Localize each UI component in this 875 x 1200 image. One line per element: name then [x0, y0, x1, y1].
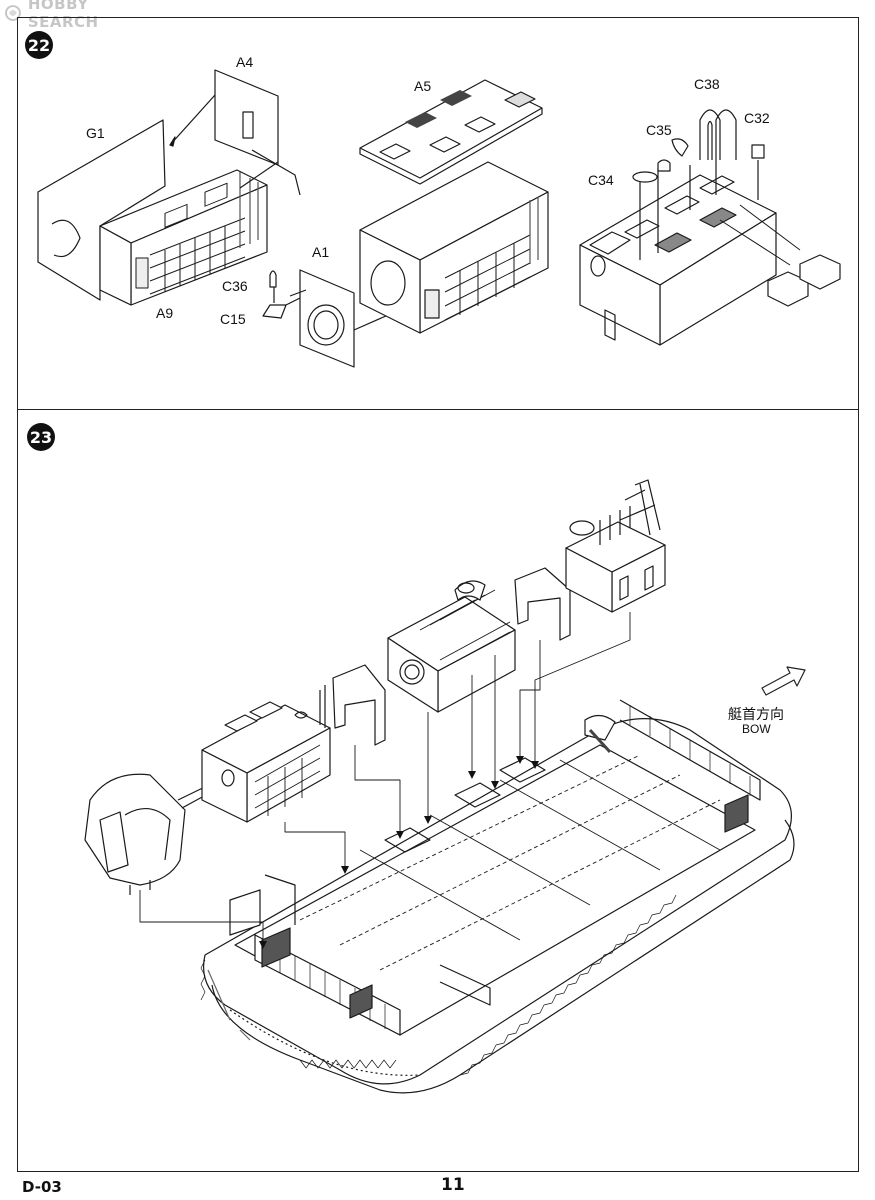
- leader-lines: [139, 612, 631, 945]
- label-g1: G1: [86, 125, 105, 141]
- stern-fan-duct: [84, 773, 216, 895]
- step-23-badge: 23: [27, 423, 55, 451]
- part-a1-plate: [289, 269, 396, 368]
- label-c32: C32: [744, 110, 770, 126]
- step-22-badge: 22: [25, 31, 53, 59]
- right-bracket: [514, 567, 571, 641]
- page-number: 11: [441, 1175, 465, 1195]
- part-a5-roof: [359, 79, 543, 200]
- label-c34: C34: [588, 172, 614, 188]
- page-code: D-03: [22, 1178, 62, 1196]
- bow-label-en: BOW: [742, 722, 771, 736]
- step-22-diagram: [37, 69, 841, 368]
- label-c38: C38: [694, 76, 720, 92]
- left-cabin-module: [201, 685, 331, 823]
- bow-label-cn: 艇首方向: [728, 707, 784, 723]
- label-c15: C15: [220, 311, 246, 327]
- label-a5: A5: [414, 78, 432, 94]
- page-frame: [17, 17, 859, 1172]
- hovercraft-hull: [200, 699, 795, 1094]
- crane-module: [565, 479, 666, 613]
- label-c36: C36: [222, 278, 248, 294]
- part-a9-module: [99, 169, 268, 306]
- label-c35: C35: [646, 122, 672, 138]
- bow-arrow-icon: [761, 666, 806, 696]
- mid-bracket: [332, 664, 386, 746]
- engine-module: [387, 580, 516, 713]
- assembled-module: [359, 161, 549, 334]
- part-c36-c15: [262, 270, 301, 319]
- step-divider: [17, 409, 859, 410]
- label-a1: A1: [312, 244, 330, 260]
- label-a4: A4: [236, 54, 254, 70]
- part-a4-wall: [169, 69, 301, 196]
- assembled-module-with-fittings: [579, 109, 841, 346]
- label-a9: A9: [156, 305, 174, 321]
- hobby-search-logo-icon: [4, 5, 21, 21]
